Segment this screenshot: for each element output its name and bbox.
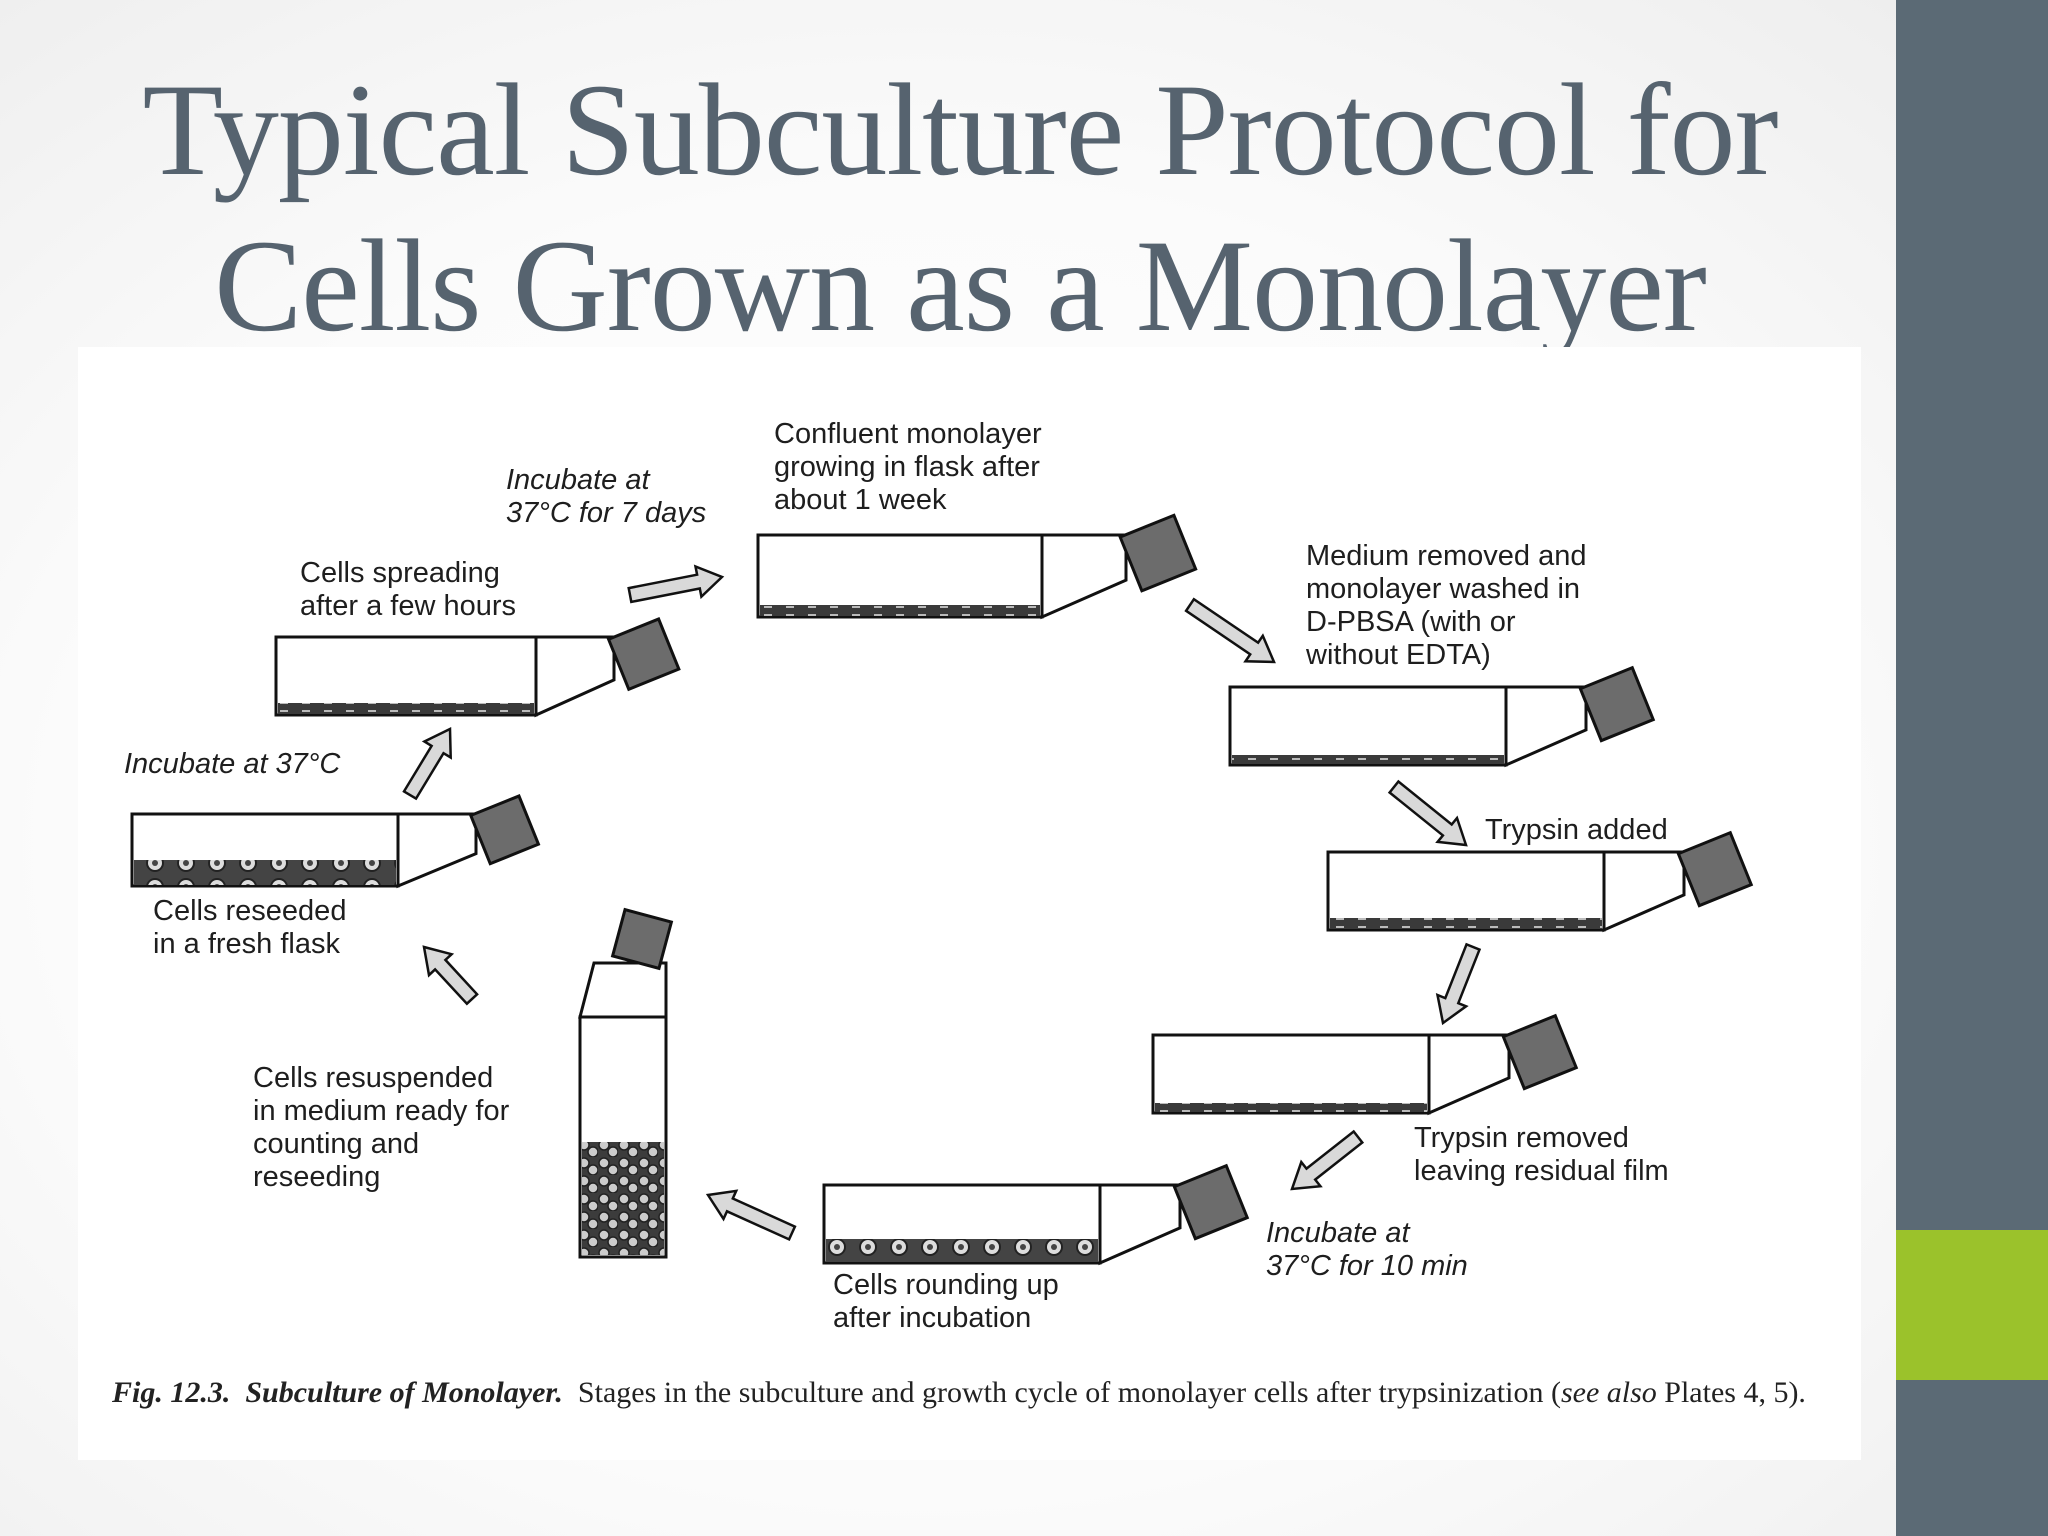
label-medium-removed: Medium removed and monolayer washed in D…	[1306, 540, 1587, 671]
label-cells-spreading: Cells spreading after a few hours	[300, 557, 516, 622]
arrow-to-resuspended	[705, 1189, 797, 1242]
caption-text-a: Stages in the subculture and growth cycl…	[577, 1376, 1561, 1409]
title-line-2: Cells Grown as a Monolayer	[214, 212, 1707, 359]
flask-trypsin-added	[1326, 830, 1754, 933]
label-incubate-37: Incubate at 37°C	[124, 748, 341, 780]
flask-rounding	[822, 1163, 1250, 1266]
figure-caption: Fig. 12.3. Subculture of Monolayer. Stag…	[112, 1373, 1818, 1413]
flask-washed	[1228, 665, 1656, 768]
label-incubate-7-days: Incubate at 37°C for 7 days	[506, 464, 707, 529]
title-line-1: Typical Subculture Protocol for	[142, 56, 1778, 203]
arrow-to-trypsin-added	[1387, 779, 1468, 847]
arrow-to-washed	[1184, 597, 1276, 664]
flask-trypsin-removed	[1151, 1013, 1579, 1116]
caption-fig-number: Fig. 12.3.	[112, 1376, 231, 1409]
arrow-incubate-7-days	[627, 564, 725, 604]
arrow-to-trypsin-removed	[1435, 942, 1482, 1026]
caption-heading: Subculture of Monolayer.	[245, 1376, 563, 1409]
label-trypsin-removed: Trypsin removed leaving residual film	[1414, 1122, 1669, 1187]
arrow-to-reseeded	[422, 945, 479, 1006]
flask-confluent	[756, 513, 1198, 620]
slide-title: Typical Subculture Protocol for Cells Gr…	[80, 52, 1840, 364]
caption-text-b: Plates 4, 5).	[1656, 1376, 1806, 1409]
label-cells-reseeded: Cells reseeded in a fresh flask	[153, 895, 347, 960]
arrow-to-rounding	[1290, 1129, 1365, 1191]
label-trypsin-added: Trypsin added	[1485, 814, 1668, 846]
label-confluent: Confluent monolayer growing in flask aft…	[774, 418, 1042, 516]
flask-spreading	[274, 617, 681, 718]
cycle-diagram	[130, 513, 1754, 1266]
flask-vertical-resuspended	[578, 907, 674, 1259]
slide-accent-bar	[1896, 1230, 2048, 1380]
label-cells-rounding: Cells rounding up after incubation	[833, 1269, 1059, 1334]
arrow-to-spreading	[402, 727, 453, 801]
caption-see-also: see also	[1560, 1376, 1657, 1409]
label-cells-resuspended: Cells resuspended in medium ready for co…	[253, 1062, 510, 1193]
flask-reseeded	[130, 794, 541, 889]
label-incubate-10-min: Incubate at 37°C for 10 min	[1266, 1217, 1468, 1282]
subculture-figure: Confluent monolayer growing in flask aft…	[78, 347, 1861, 1460]
